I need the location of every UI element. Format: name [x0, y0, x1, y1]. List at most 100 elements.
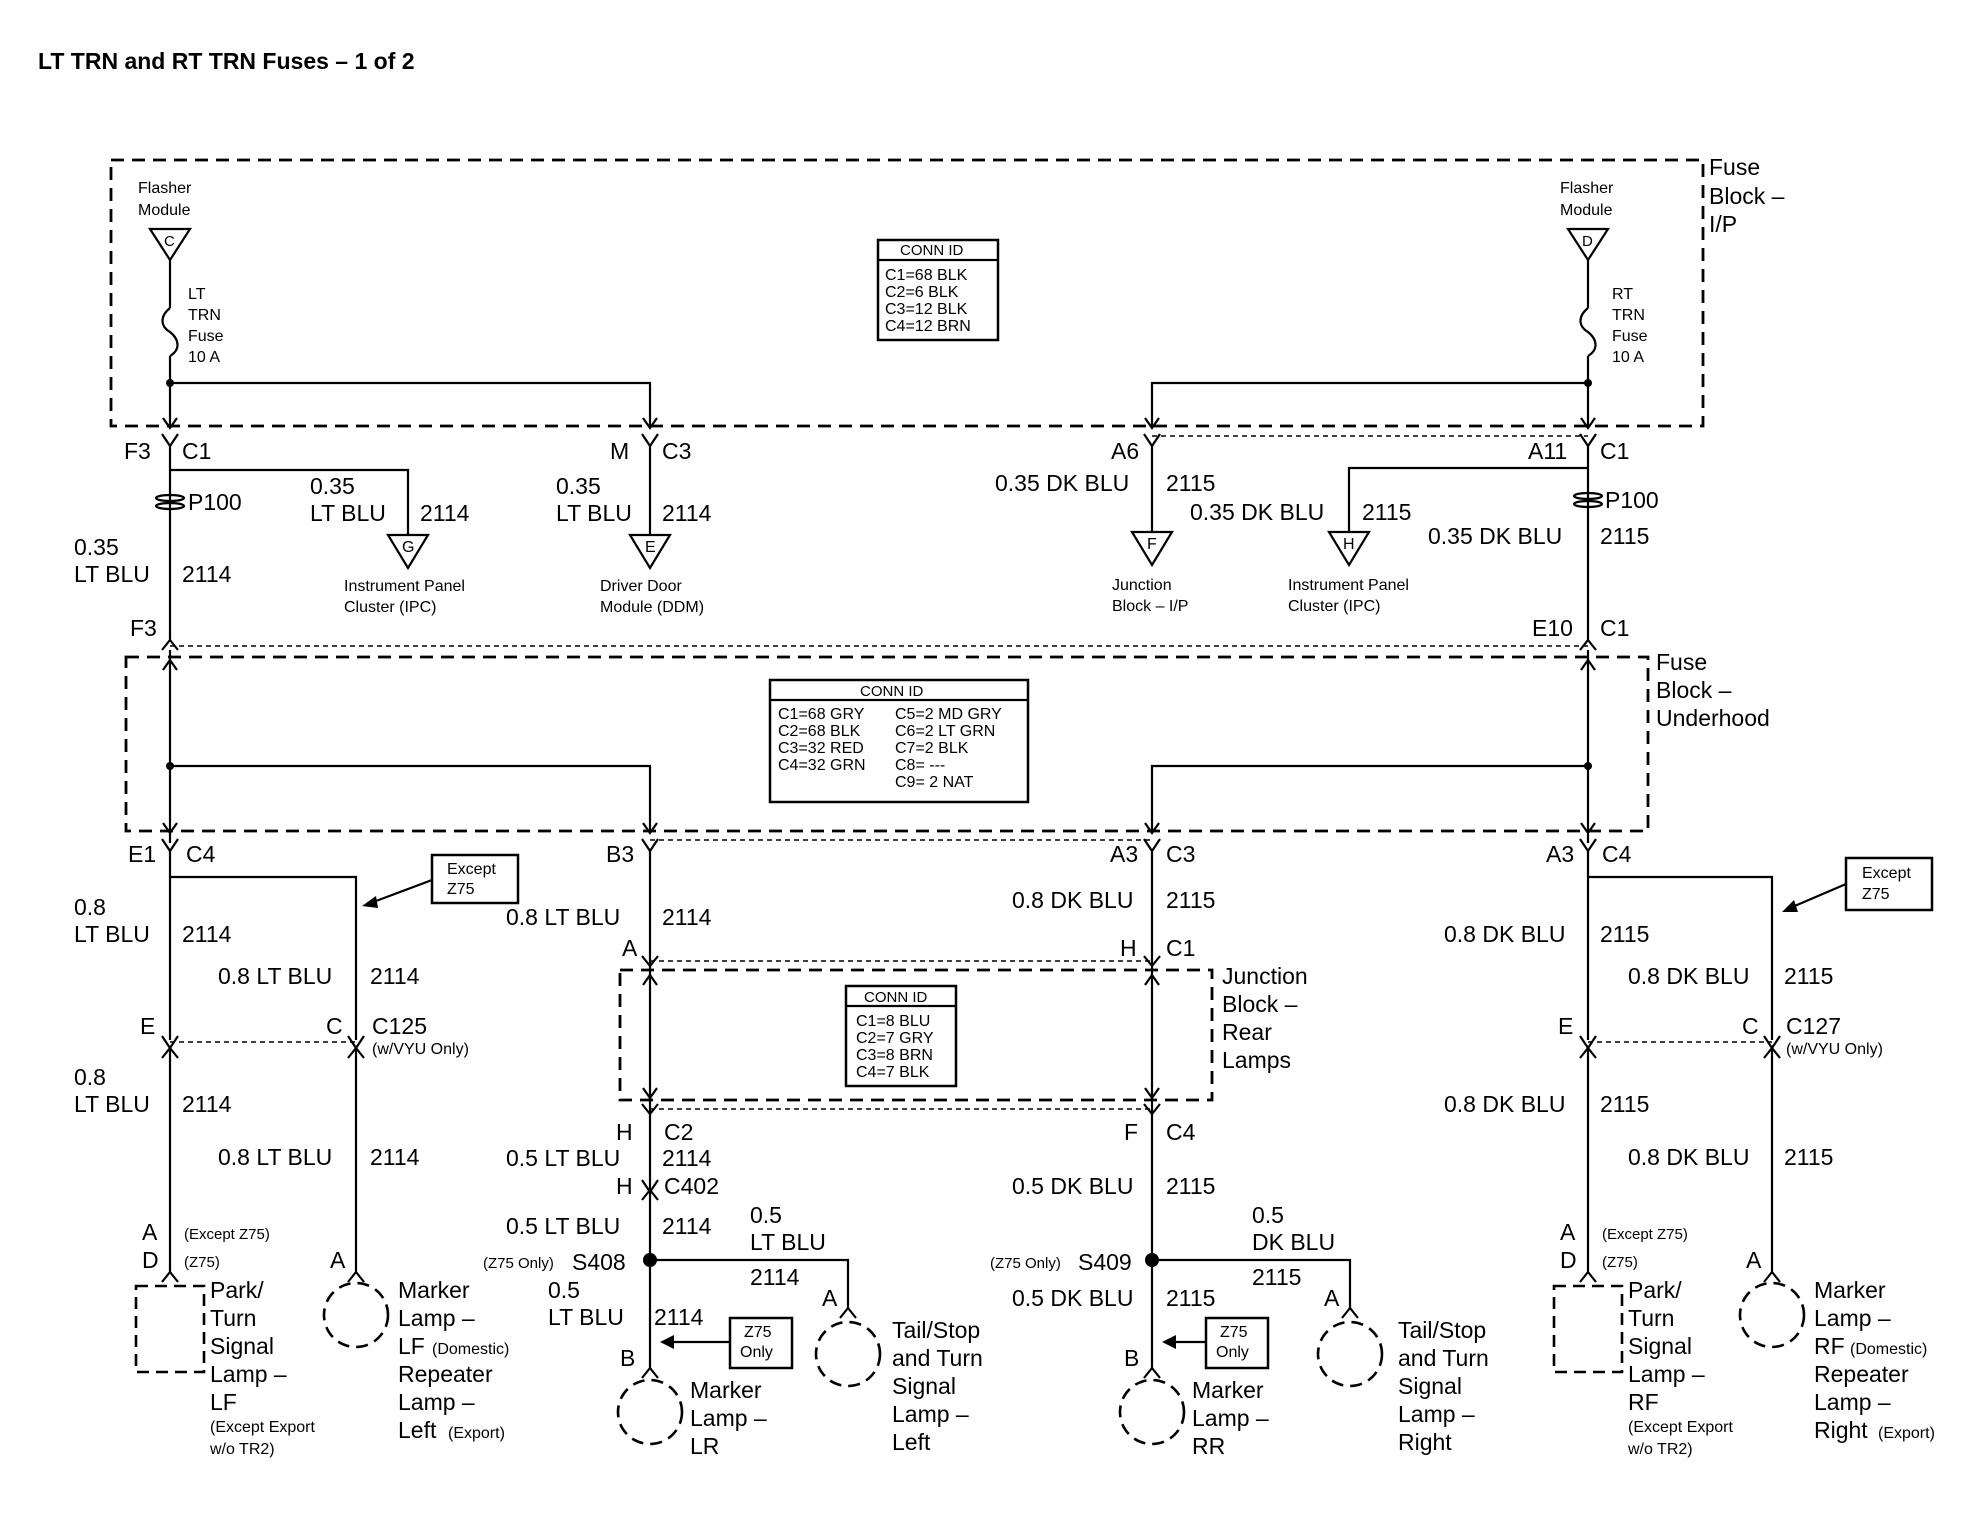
connector-icon [1579, 1270, 1597, 1283]
connector-icon [1763, 1270, 1781, 1283]
marker-lr-label: LR [690, 1433, 719, 1459]
pin-d-note: (Z75) [184, 1254, 220, 1271]
pin-e: E [1558, 1013, 1573, 1039]
marker-lamp-label: Repeater [398, 1361, 493, 1387]
conn-c4: C4 [1166, 1119, 1196, 1145]
circuit-label: 2114 [182, 921, 232, 947]
connector-icon [161, 1270, 179, 1283]
circuit-label: 2115 [1166, 887, 1215, 913]
park-lamp-note: (Except Export [1628, 1419, 1733, 1436]
arrow-icon [1580, 822, 1596, 835]
connector-icon [641, 1179, 659, 1194]
marker-lamp-label: Marker [398, 1277, 470, 1303]
wire-label: 0.8 [74, 1064, 106, 1090]
connector-icon [641, 433, 659, 448]
wire-label: 0.8 LT BLU [218, 963, 332, 989]
ip-conn-id-box [876, 238, 1000, 342]
connector-icon [641, 1366, 659, 1379]
jb-rear-label: Rear [1222, 1019, 1272, 1045]
circuit-label: 2114 [662, 1145, 712, 1171]
park-lamp-label: Lamp – [1628, 1361, 1705, 1387]
circuit-label: 2115 [1166, 1285, 1215, 1311]
park-lamp-label: RF [1628, 1389, 1659, 1415]
connector-icon [839, 1306, 857, 1319]
arrow-icon [1144, 417, 1160, 430]
p100-connector-icon [154, 493, 186, 503]
marker-rr-label: RR [1192, 1433, 1225, 1459]
pin-m: M [610, 438, 629, 464]
pin-c: C [326, 1013, 343, 1039]
uh-conn-id-line: C6=2 LT GRN [895, 723, 995, 740]
circuit-label: 2115 [1166, 1173, 1215, 1199]
wire [650, 1258, 850, 1308]
park-lamp-note: (Except Export [210, 1419, 315, 1436]
park-lamp-label: Signal [1628, 1333, 1692, 1359]
marker-pin: A [330, 1247, 346, 1273]
except-z75-box [1844, 856, 1934, 912]
uh-in-left: F3 [130, 615, 157, 641]
circuit-label: 2114 [662, 904, 712, 930]
wire-label: 0.5 LT BLU [506, 1145, 620, 1171]
wire-label: 0.8 DK BLU [1628, 963, 1749, 989]
jb-rear-conn-id-line: C2=7 GRY [856, 1030, 934, 1047]
jb-ip-label: Junction [1112, 577, 1172, 594]
uh-in-right: E10 [1532, 615, 1573, 641]
arrow-icon [162, 822, 178, 835]
jb-ip-connector-icon [1130, 530, 1174, 568]
except-z75-label: Z75 [447, 881, 475, 898]
c127-note: (w/VYU Only) [1786, 1041, 1883, 1058]
park-lamp-label: LF [210, 1389, 237, 1415]
tail-left-label: Lamp – [892, 1401, 969, 1427]
tail-left-label: and Turn [892, 1345, 983, 1371]
tail-right-label: Right [1398, 1429, 1452, 1455]
uh-conn-id-line: C5=2 MD GRY [895, 706, 1002, 723]
fuse-block-underhood: F3 E10 C1 Fuse Block – Underhood CONN ID… [124, 615, 1770, 867]
arrow-icon [162, 417, 178, 430]
arrow-icon [162, 658, 178, 671]
wire [1150, 381, 1588, 428]
uh-out-c4: C4 [186, 841, 216, 867]
connector-icon [1143, 1366, 1161, 1379]
wire-label: 0.5 DK BLU [1012, 1173, 1133, 1199]
ip-conn-id-line: C3=12 BLK [885, 301, 968, 318]
rt-fuse-label-1: RT [1612, 286, 1633, 303]
uh-conn-id-heading: CONN ID [860, 683, 924, 700]
jb-rear-label: Junction [1222, 963, 1308, 989]
park-lamp-label: Park/ [210, 1277, 264, 1303]
pin-a-note: (Except Z75) [184, 1226, 270, 1243]
ddm-label: Module (DDM) [600, 599, 704, 616]
z75-only-label: Z75 [1220, 1324, 1248, 1341]
junction-block-rear-boundary [618, 968, 1214, 1102]
circuit-label: 2115 [1784, 1144, 1833, 1170]
ip-conn-id-line: C1=68 BLK [885, 267, 968, 284]
pin-a11: A11 [1528, 438, 1567, 464]
conn-c2: C2 [664, 1119, 693, 1145]
arrow-icon [1782, 900, 1798, 912]
park-lamp-label: Lamp – [210, 1361, 287, 1387]
marker-lamp-label: Lamp – [1814, 1389, 1891, 1415]
circuit-label: 2115 [1784, 963, 1833, 989]
circuit-label: 2115 [1600, 921, 1649, 947]
pin-d: D [1560, 1247, 1577, 1273]
rt-flasher-connector-icon [1565, 227, 1611, 263]
except-z75-box [430, 853, 520, 905]
marker-export-note: (Export) [1878, 1425, 1935, 1442]
fuse-block-underhood-boundary [124, 655, 1650, 833]
splice-s409: S409 [1078, 1249, 1132, 1275]
wire-label: 0.8 [74, 894, 106, 920]
conn-c402: C402 [664, 1173, 719, 1199]
connector-icon [347, 1270, 365, 1283]
ipc-left-connector-icon [386, 533, 430, 571]
wire-label: LT BLU [310, 500, 386, 526]
lt-flasher-label-2: Module [138, 202, 191, 219]
arrow-icon [1162, 1335, 1176, 1349]
uh-out-b3: B3 [606, 841, 634, 867]
marker-lamp-label: Marker [1814, 1277, 1886, 1303]
pin-d: D [142, 1247, 159, 1273]
arrow-icon [642, 1087, 658, 1100]
ipc-right-connector-icon [1327, 530, 1371, 568]
wire [170, 764, 652, 833]
circuit-label: 2114 [654, 1304, 704, 1330]
rt-fuse-label-2: TRN [1612, 307, 1645, 324]
marker-lamp-lr-icon [616, 1378, 684, 1446]
